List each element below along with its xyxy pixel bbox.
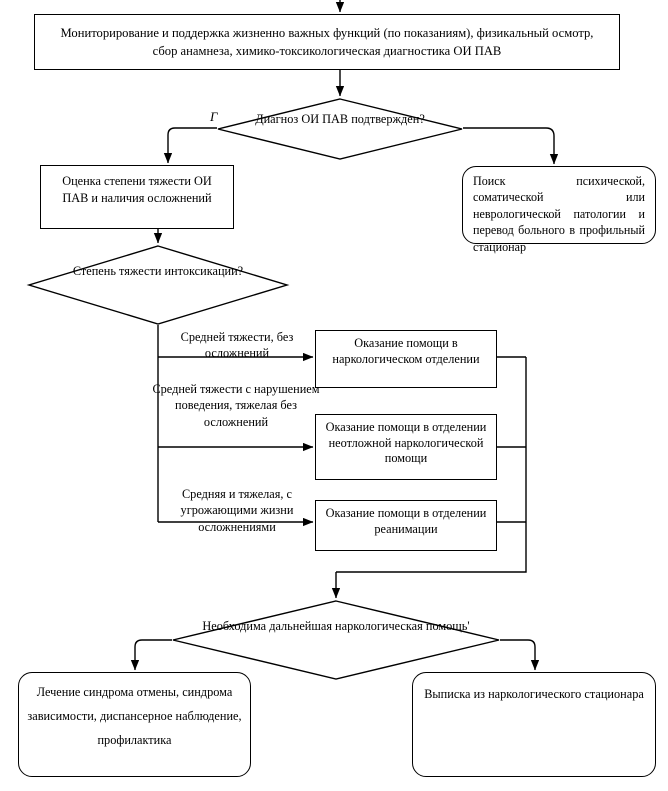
node-help-narcology-label: Оказание помощи в наркологическом отделе… bbox=[332, 336, 480, 366]
edge-diagnosis-yes-to-assessment bbox=[163, 127, 217, 164]
decision-further-help-label: Необходима дальнейшая наркологическая по… bbox=[202, 619, 470, 633]
decision-further-help-shape bbox=[172, 600, 500, 680]
node-treatment: Лечение синдрома отмены, синдрома зависи… bbox=[18, 672, 251, 777]
branch-label-moderate: Средней тяжести, без осложнений bbox=[180, 330, 294, 361]
node-discharge-label: Выписка из наркологического стационара bbox=[424, 687, 644, 701]
edge-diagnosis-no-to-search bbox=[463, 127, 559, 165]
decision-severity-label: Степень тяжести интоксикации? bbox=[72, 264, 244, 278]
node-treatment-label: Лечение синдрома отмены, синдрома зависи… bbox=[27, 685, 242, 747]
branch-label-moderate-behavior: Средней тяжести с нарушением поведения, … bbox=[152, 382, 320, 429]
decision-diagnosis-label: Диагноз ОИ ПАВ подтвержден? bbox=[255, 112, 425, 126]
node-discharge: Выписка из наркологического стационара bbox=[412, 672, 656, 777]
decision-severity: Степень тяжести интоксикации? bbox=[26, 245, 290, 325]
decision-diagnosis-shape bbox=[217, 98, 463, 160]
branch-label-severe: Средняя и тяжелая, с угрожающими жизни о… bbox=[180, 487, 294, 534]
stray-tick-glyph: Г bbox=[210, 109, 218, 124]
decision-further-help: Необходима дальнейшая наркологическая по… bbox=[172, 600, 500, 680]
node-top-process-label: Мониторирование и поддержка жизненно важ… bbox=[60, 25, 594, 58]
decision-diagnosis: Диагноз ОИ ПАВ подтвержден? bbox=[217, 98, 463, 160]
decision-severity-shape bbox=[26, 245, 290, 325]
node-help-narcology: Оказание помощи в наркологическом отделе… bbox=[315, 330, 497, 388]
node-help-emergency: Оказание помощи в отделении неотложной н… bbox=[315, 414, 497, 480]
node-assessment-label: Оценка степени тяжести ОИ ПАВ и наличия … bbox=[62, 174, 212, 206]
node-help-icu: Оказание помощи в отделении реанимации bbox=[315, 500, 497, 551]
node-help-emergency-label: Оказание помощи в отделении неотложной н… bbox=[325, 420, 487, 466]
edge-further-no-to-discharge bbox=[500, 639, 540, 671]
node-top-process: Мониторирование и поддержка жизненно важ… bbox=[34, 14, 620, 70]
node-assessment: Оценка степени тяжести ОИ ПАВ и наличия … bbox=[40, 165, 234, 229]
node-help-icu-label: Оказание помощи в отделении реанимации bbox=[325, 506, 487, 536]
node-search-pathology: Поиск психической, соматической или невр… bbox=[462, 166, 656, 254]
node-search-pathology-label: Поиск психической, соматической или невр… bbox=[473, 174, 645, 254]
edge-further-yes-to-treatment bbox=[130, 639, 172, 671]
